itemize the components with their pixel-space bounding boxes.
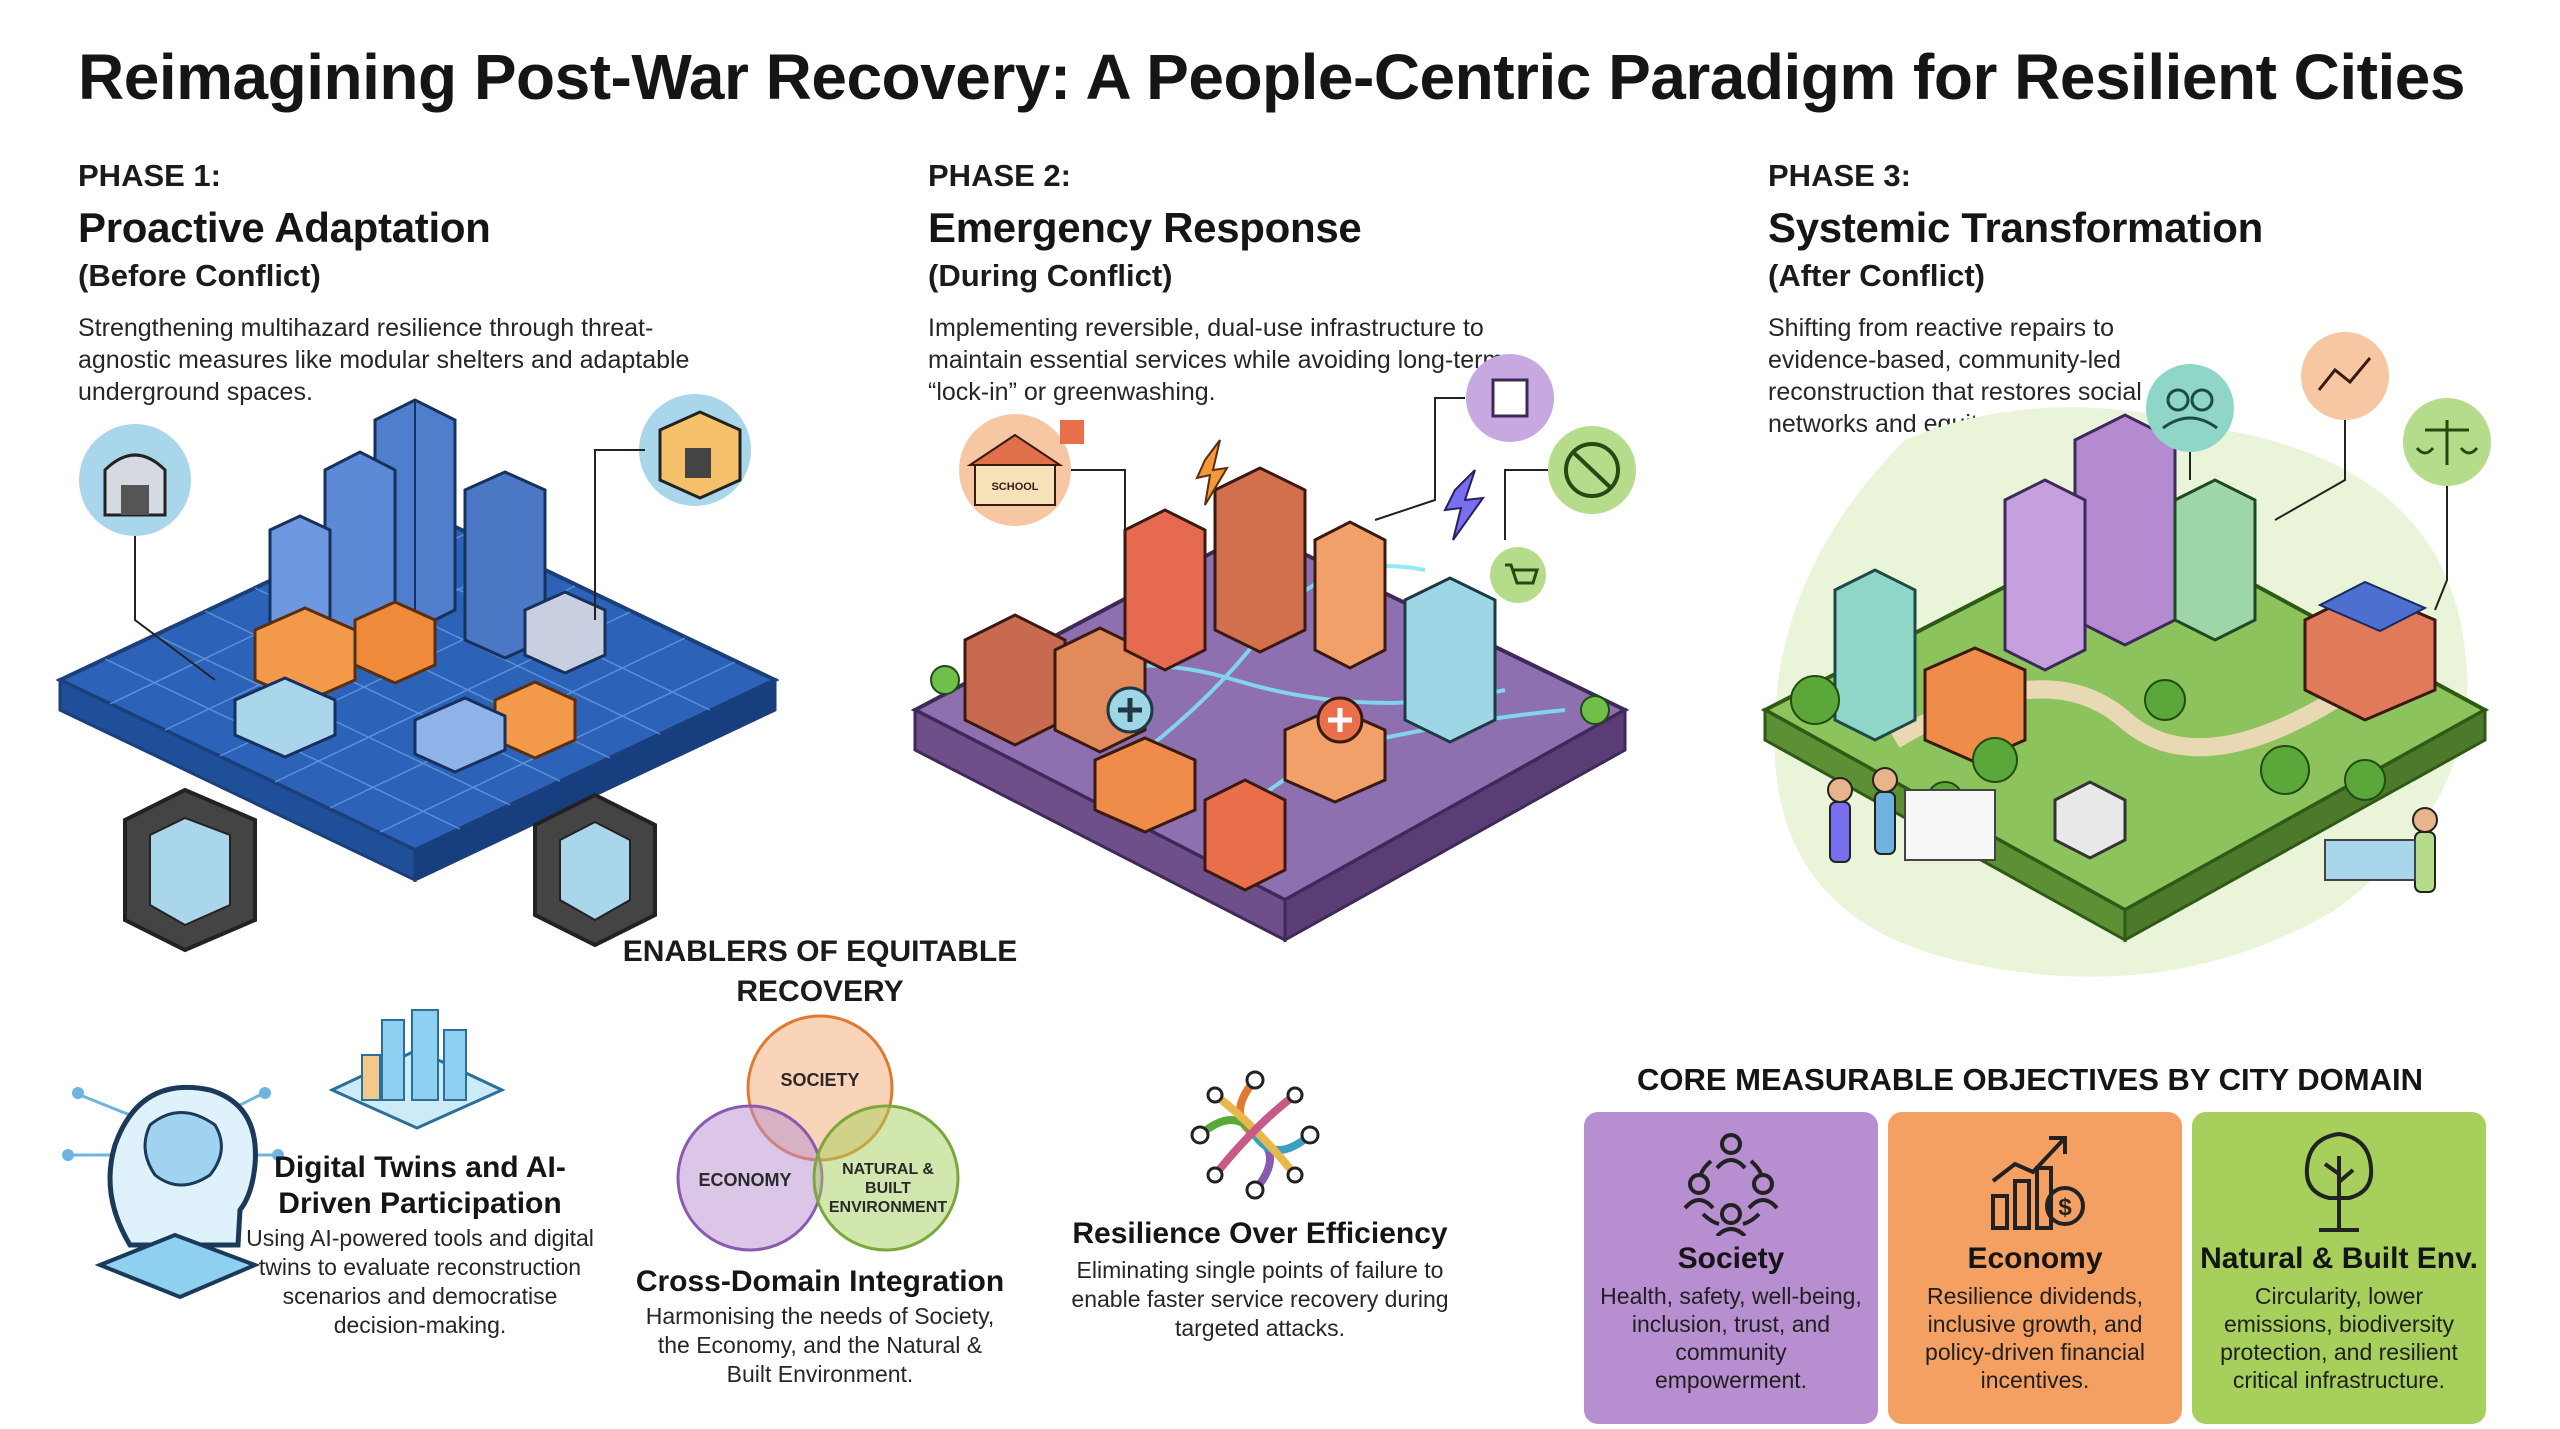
cross-domain-title: Cross-Domain Integration [635, 1265, 1005, 1298]
tree-icon [2304, 1131, 2374, 1232]
lightning-icon [1195, 439, 1229, 506]
analytics-callout-icon [2301, 332, 2389, 420]
page-title: Reimagining Post-War Recovery: A People-… [78, 41, 2465, 113]
ai-head-icon [62, 1084, 284, 1300]
digital-twins-title: Digital Twins and AI-Driven Participatio… [274, 1151, 566, 1220]
phase-1-block: PHASE 1: Proactive Adaptation (Before Co… [78, 158, 698, 408]
phase-3-title: Systemic Transformation [1768, 204, 2263, 251]
resilient-network-icon [1190, 1070, 1320, 1200]
venn-diagram [676, 1014, 960, 1252]
venn-society-label: SOCIETY [780, 1070, 860, 1090]
phase-3-illustration [1760, 332, 2491, 977]
society-card-title: Society [1677, 1242, 1785, 1275]
cross-domain-description: Harmonising the needs of Society, the Ec… [645, 1303, 995, 1387]
venn-economy-label: ECONOMY [698, 1170, 792, 1190]
phase-3-subtitle: (After Conflict) [1768, 258, 1985, 293]
phase-1-title: Proactive Adaptation [78, 204, 491, 251]
digital-twins-description: Using AI-powered tools and digital twins… [246, 1225, 594, 1338]
natural-built-card-description: Circularity, lower emissions, biodiversi… [2220, 1283, 2458, 1393]
natural-built-card-title: Natural & Built Env. [2200, 1242, 2478, 1275]
natural-built-card: Natural & Built Env. Circularity, lower … [2192, 1112, 2486, 1424]
society-card: Society Health, safety, well-being, incl… [1584, 1112, 1878, 1424]
economy-card-description: Resilience dividends, inclusive growth, … [1925, 1283, 2145, 1393]
school-sign-label: SCHOOL [991, 481, 1038, 493]
phase-2-subtitle: (During Conflict) [928, 258, 1173, 293]
phase-1-illustration [55, 394, 780, 953]
resilience-description: Eliminating single points of failure to … [1071, 1257, 1449, 1341]
phase-1-label: PHASE 1: [78, 158, 221, 193]
economy-card-title: Economy [1967, 1242, 2103, 1275]
planning-board-icon [1904, 789, 1996, 861]
phase-2-title: Emergency Response [928, 204, 1362, 251]
venn-natural-label: NATURAL & BUILT ENVIRONMENT [828, 1161, 948, 1216]
phase-1-description: Strengthening multihazard resilience thr… [78, 314, 690, 406]
solar-panel-icon [2317, 580, 2428, 633]
phase-2-label: PHASE 2: [928, 158, 1071, 193]
society-card-description: Health, safety, well-being, inclusion, t… [1600, 1283, 1862, 1393]
growth-chart-icon: $ [1991, 1136, 2085, 1230]
enablers-heading: ENABLERS OF EQUITABLE RECOVERY [622, 935, 1018, 1008]
cart-icon [1490, 547, 1546, 603]
venn-natural-circle [812, 1104, 960, 1252]
phase-1-subtitle: (Before Conflict) [78, 258, 321, 293]
resilience-title: Resilience Over Efficiency [1072, 1217, 1448, 1250]
community-callout-icon [2146, 364, 2234, 452]
phase-2-block: PHASE 2: Emergency Response (During Conf… [928, 158, 1548, 408]
phase-2-illustration: SCHOOL [910, 354, 1636, 943]
school-callout-icon: SCHOOL [959, 414, 1071, 526]
people-network-icon [1683, 1133, 1779, 1236]
digital-twin-city-icon [328, 1009, 506, 1130]
economy-card: $ Economy Resilience dividends, inclusiv… [1888, 1112, 2182, 1424]
svg-text:$: $ [2058, 1194, 2072, 1221]
phase-3-label: PHASE 3: [1768, 158, 1911, 193]
core-objectives-heading: CORE MEASURABLE OBJECTIVES BY CITY DOMAI… [1636, 1062, 2423, 1097]
phase-2-description: Implementing reversible, dual-use infras… [928, 314, 1504, 406]
